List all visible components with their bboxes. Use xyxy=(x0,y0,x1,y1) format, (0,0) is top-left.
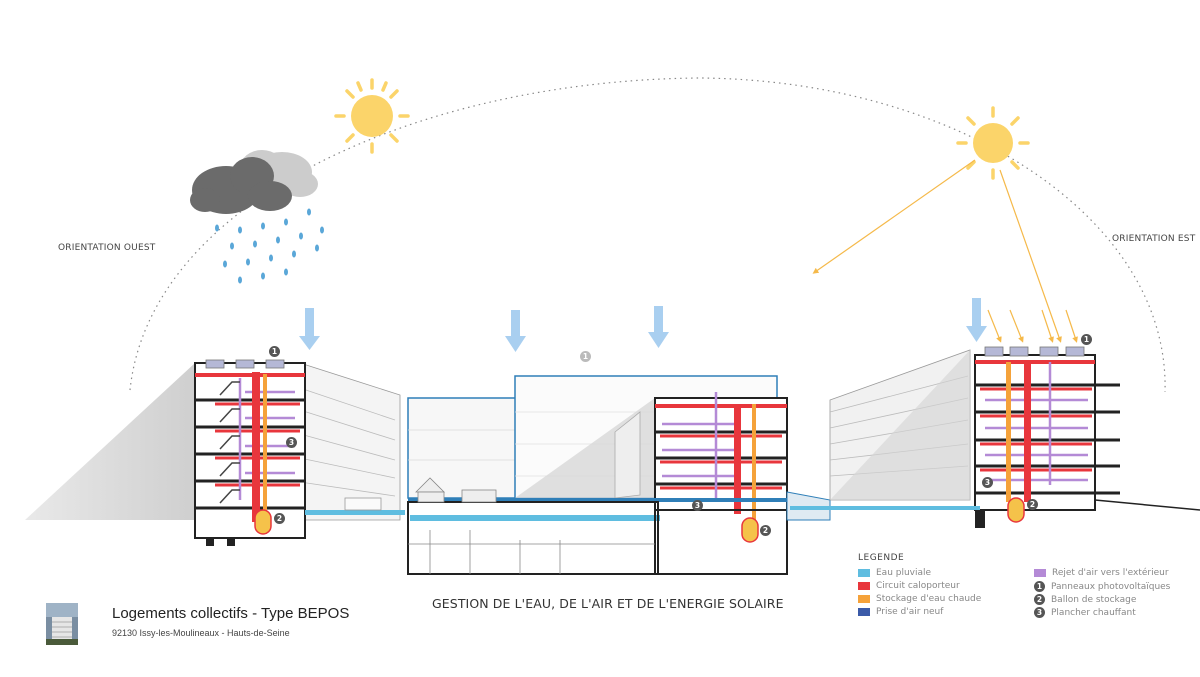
legend-label-fresh-air: Prise d'air neuf xyxy=(876,607,944,617)
marker-tank-center: 2 xyxy=(760,525,771,536)
legend-label-exhaust-air: Rejet d'air vers l'extérieur xyxy=(1052,568,1169,578)
marker-floor-center: 3 xyxy=(692,500,703,511)
project-thumbnail xyxy=(46,603,78,645)
legend-swatch-hot-water xyxy=(858,595,870,603)
sun-icon-west xyxy=(334,78,410,154)
building-photo-icon xyxy=(46,603,78,645)
project-info: Logements collectifs - Type BEPOS 92130 … xyxy=(46,600,376,646)
legend-item-hot-water: Stockage d'eau chaude xyxy=(858,594,981,604)
rain-arrows xyxy=(299,298,987,352)
legend-label-tank: Ballon de stockage xyxy=(1051,594,1137,605)
diagram-caption: GESTION DE L'EAU, DE L'AIR ET DE L'ENERG… xyxy=(432,596,784,611)
marker-pv-center: 1 xyxy=(580,351,591,362)
legend-item-exhaust-air: Rejet d'air vers l'extérieur xyxy=(1034,568,1169,578)
legend-item-fresh-air: Prise d'air neuf xyxy=(858,607,943,617)
legend: LEGENDE Eau pluviale Circuit caloporteur… xyxy=(858,553,1188,623)
marker-floor-west: 3 xyxy=(286,437,297,448)
building-west xyxy=(25,359,405,546)
marker-pv-west: 1 xyxy=(269,346,280,357)
marker-floor-east: 3 xyxy=(982,477,993,488)
project-title: Logements collectifs - Type BEPOS xyxy=(112,605,350,622)
legend-title: LEGENDE xyxy=(858,553,905,563)
marker-tank-west: 2 xyxy=(274,513,285,524)
sun-path-arc xyxy=(129,77,1166,393)
legend-item-pv: 1 Panneaux photovoltaïques xyxy=(1034,581,1170,592)
building-east xyxy=(790,346,1200,528)
marker-tank-east: 2 xyxy=(1027,499,1038,510)
legend-number-2: 2 xyxy=(1034,594,1045,605)
legend-label-pv: Panneaux photovoltaïques xyxy=(1051,581,1171,592)
legend-swatch-fresh-air xyxy=(858,608,870,616)
legend-item-floor-heating: 3 Plancher chauffant xyxy=(1034,607,1136,618)
legend-item-rainwater: Eau pluviale xyxy=(858,568,931,578)
legend-item-heat-circuit: Circuit caloporteur xyxy=(858,581,960,591)
label-orientation-east: ORIENTATION EST xyxy=(1112,234,1196,244)
legend-label-floor-heating: Plancher chauffant xyxy=(1051,607,1136,618)
legend-item-tank: 2 Ballon de stockage xyxy=(1034,594,1136,605)
legend-swatch-exhaust-air xyxy=(1034,569,1046,577)
legend-swatch-rainwater xyxy=(858,569,870,577)
building-center xyxy=(407,375,831,575)
legend-label-heat-circuit: Circuit caloporteur xyxy=(876,581,960,591)
sun-icon-east xyxy=(956,106,1030,180)
rain-drops xyxy=(215,208,324,284)
solar-rays xyxy=(812,159,1078,343)
rain-cloud-icon xyxy=(190,150,318,214)
legend-label-hot-water: Stockage d'eau chaude xyxy=(876,594,982,604)
project-location: 92130 Issy-les-Moulineaux - Hauts-de-Sei… xyxy=(112,628,290,638)
legend-number-1: 1 xyxy=(1034,581,1045,592)
legend-label-rainwater: Eau pluviale xyxy=(876,568,932,578)
legend-swatch-heat-circuit xyxy=(858,582,870,590)
legend-number-3: 3 xyxy=(1034,607,1045,618)
marker-pv-east: 1 xyxy=(1081,334,1092,345)
label-orientation-west: ORIENTATION OUEST xyxy=(58,243,156,253)
